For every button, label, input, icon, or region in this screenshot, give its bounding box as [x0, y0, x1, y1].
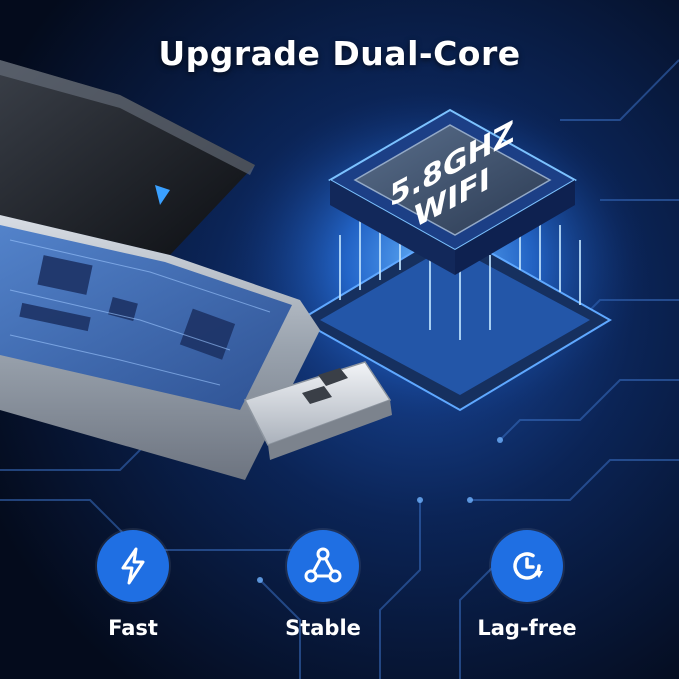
usb-pin-slot [302, 386, 332, 404]
chip-pins [339, 200, 581, 340]
cap-logo-icon [155, 185, 170, 205]
feature-label-lag-free: Lag-free [477, 616, 577, 640]
feature-row: Fast Stable Lag-free [0, 530, 679, 660]
triangle-network-icon [287, 530, 359, 602]
feature-fast: Fast [73, 530, 193, 640]
lightning-bolt-icon [97, 530, 169, 602]
headline: Upgrade Dual-Core [158, 34, 521, 73]
chip-top [353, 124, 552, 236]
feature-label-stable: Stable [285, 616, 361, 640]
feature-label-fast: Fast [108, 616, 158, 640]
adapter-cap [0, 60, 255, 255]
feature-stable: Stable [263, 530, 383, 640]
feature-lag-free: Lag-free [467, 530, 587, 640]
clock-refresh-icon [491, 530, 563, 602]
